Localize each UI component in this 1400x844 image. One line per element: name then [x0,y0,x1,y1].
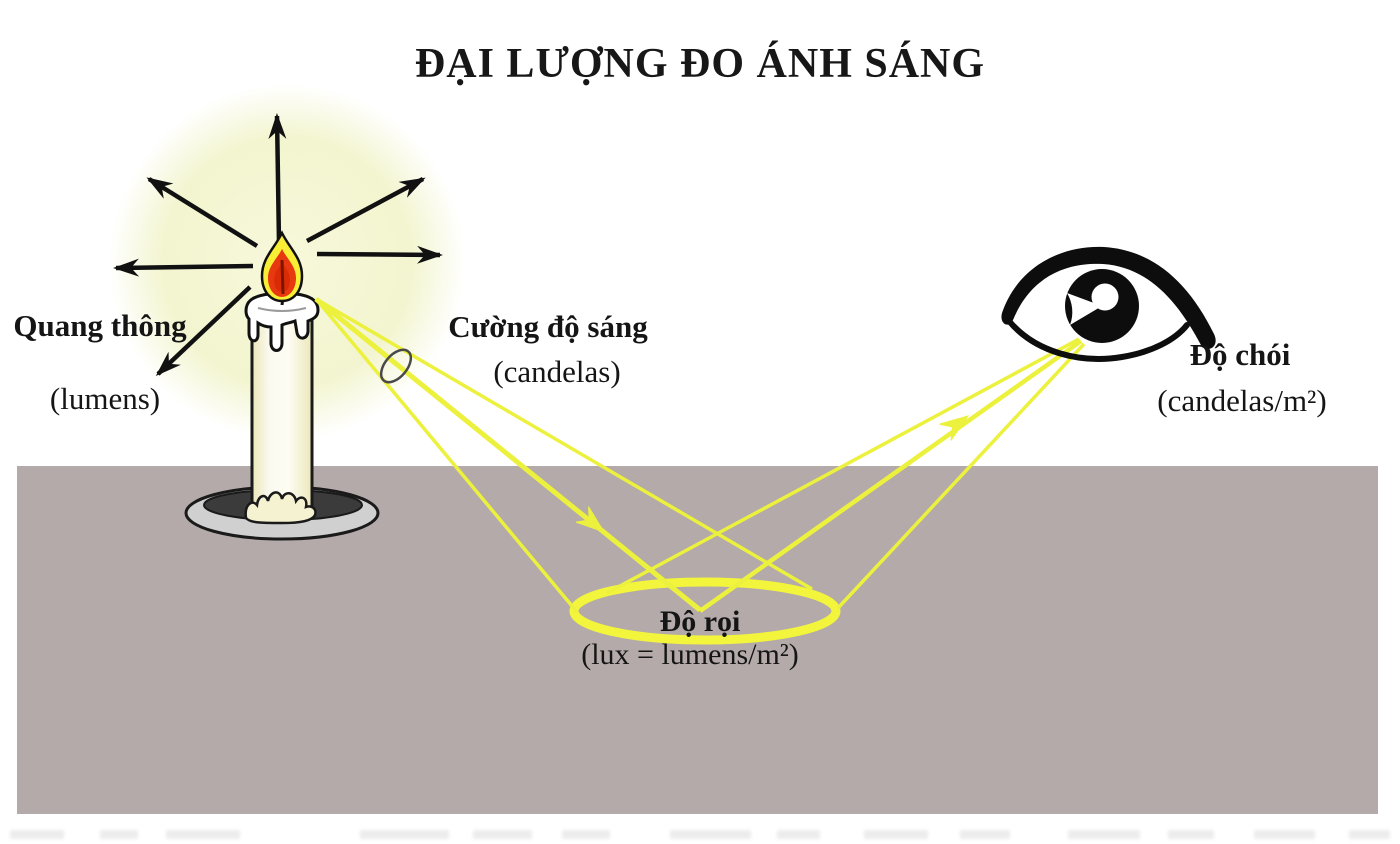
label-luminous-flux: Quang thông [13,308,187,343]
unit-illuminance: (lux = lumens/m²) [581,638,799,671]
light-ray-beams [314,297,1086,614]
flame-icon [260,230,304,303]
unit-luminance: (candelas/m²) [1157,383,1327,418]
label-luminance: Độ chói [1189,337,1291,372]
radiating-arrows-icon [113,113,443,377]
unit-luminous-flux: (lumens) [49,381,161,416]
diagram-title: ĐẠI LƯỢNG ĐO ÁNH SÁNG [414,41,986,87]
cropped-caption-text [10,830,1391,842]
unit-luminous-intensity: (candelas) [493,354,621,389]
candle-icon [244,230,320,525]
label-illuminance: Độ rọi [659,605,741,638]
eye-icon [1001,246,1216,362]
label-luminous-intensity: Cường độ sáng [448,309,648,344]
solid-angle-ellipse-icon [379,348,413,384]
